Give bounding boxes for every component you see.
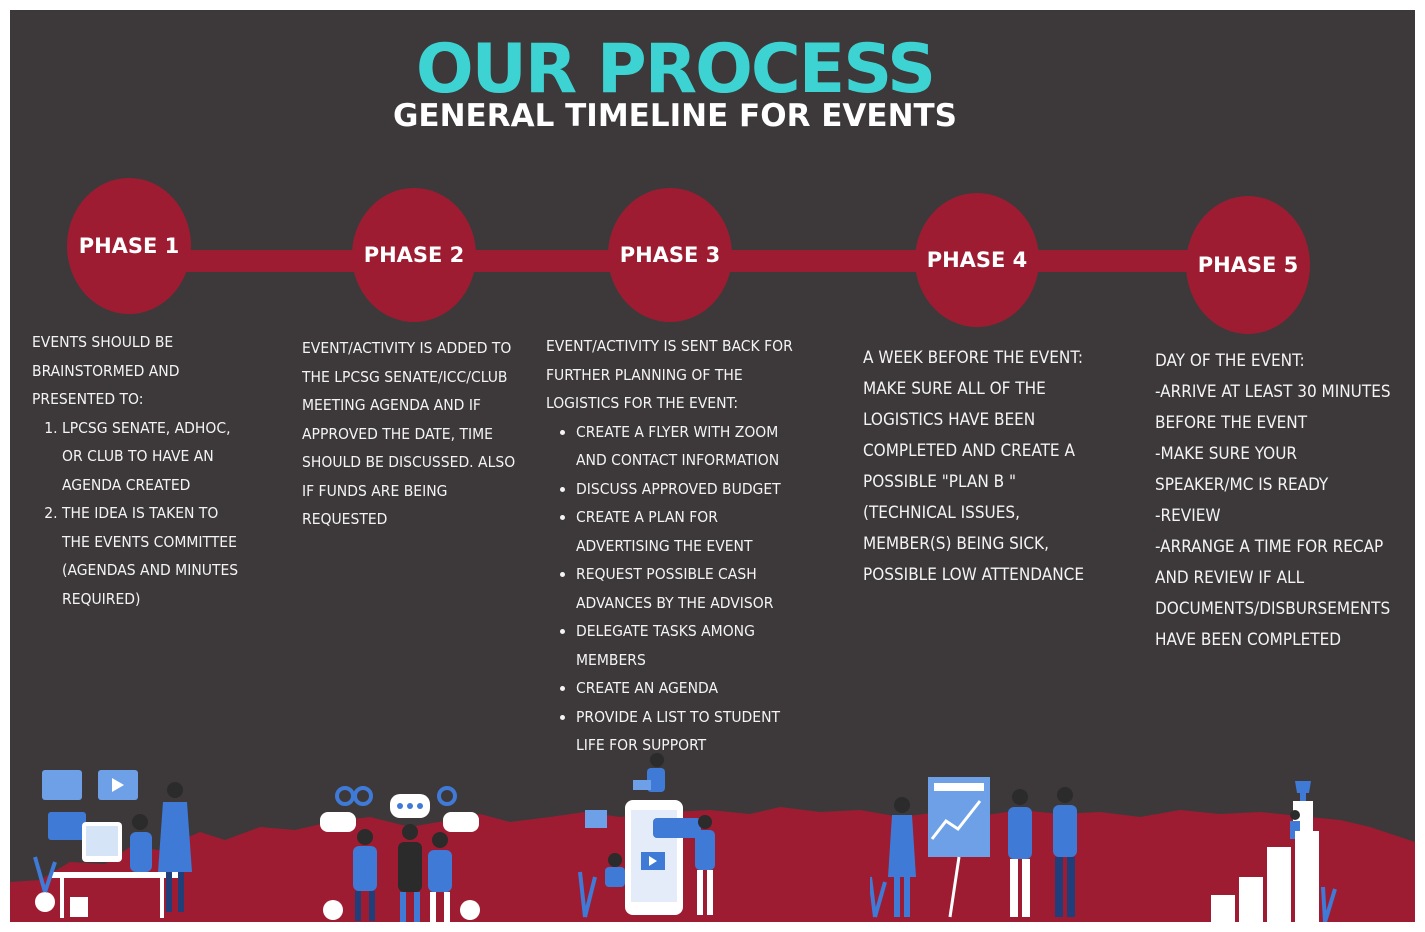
phase-3-item: CREATE A PLAN FOR ADVERTISING THE EVENT xyxy=(576,503,796,560)
phase-4-circle: PHASE 4 xyxy=(915,193,1039,327)
phase-2-description: EVENT/ACTIVITY IS ADDED TO THE LPCSG SEN… xyxy=(302,334,524,534)
phase-5-line: -REVIEW xyxy=(1155,506,1221,526)
phase-5-line: -ARRANGE A TIME FOR RECAP AND REVIEW IF … xyxy=(1155,537,1391,650)
phase-1-intro: EVENTS SHOULD BE BRAINSTORMED AND PRESEN… xyxy=(32,333,180,408)
phase-3-description: EVENT/ACTIVITY IS SENT BACK FOR FURTHER … xyxy=(546,332,796,760)
infographic-canvas: OUR PROCESS GENERAL TIMELINE FOR EVENTS … xyxy=(10,10,1415,922)
phase-3-circle: PHASE 3 xyxy=(608,188,732,322)
phase-5-label: PHASE 5 xyxy=(1197,253,1299,277)
phase-3-item: DISCUSS APPROVED BUDGET xyxy=(576,475,796,504)
phase-3-item: CREATE AN AGENDA xyxy=(576,674,796,703)
presentation-chart-illustration xyxy=(870,777,1077,918)
phase-3-label: PHASE 3 xyxy=(619,243,721,267)
phase-1-list: LPCSG SENATE, ADHOC, OR CLUB TO HAVE AN … xyxy=(32,414,247,614)
phase-4-text: A WEEK BEFORE THE EVENT: MAKE SURE ALL O… xyxy=(863,348,1084,585)
mobile-planning-illustration xyxy=(578,753,715,918)
phase-2-text: EVENT/ACTIVITY IS ADDED TO THE LPCSG SEN… xyxy=(302,339,516,528)
phase-1-label: PHASE 1 xyxy=(78,234,180,258)
phase-5-line: -MAKE SURE YOUR SPEAKER/MC IS READY xyxy=(1155,444,1329,495)
phase-3-item: REQUEST POSSIBLE CASH ADVANCES BY THE AD… xyxy=(576,560,796,617)
page-subtitle: GENERAL TIMELINE FOR EVENTS xyxy=(392,98,957,134)
phase-1-circle: PHASE 1 xyxy=(67,178,191,314)
phase-4-description: A WEEK BEFORE THE EVENT: MAKE SURE ALL O… xyxy=(863,343,1098,591)
phase-1-item: LPCSG SENATE, ADHOC, OR CLUB TO HAVE AN … xyxy=(62,414,247,500)
phase-5-line: -ARRIVE AT LEAST 30 MINUTES BEFORE THE E… xyxy=(1155,382,1391,433)
phase-2-circle: PHASE 2 xyxy=(352,188,476,322)
team-discussion-illustration xyxy=(320,786,480,922)
phase-3-item: PROVIDE A LIST TO STUDENT LIFE FOR SUPPO… xyxy=(576,703,796,760)
phase-5-circle: PHASE 5 xyxy=(1186,196,1310,334)
computer-work-illustration xyxy=(33,770,192,918)
phase-1-description: EVENTS SHOULD BE BRAINSTORMED AND PRESEN… xyxy=(32,328,247,613)
phase-5-description: DAY OF THE EVENT: -ARRIVE AT LEAST 30 MI… xyxy=(1155,346,1400,656)
phase-1-item: THE IDEA IS TAKEN TO THE EVENTS COMMITTE… xyxy=(62,499,247,613)
phase-4-label: PHASE 4 xyxy=(926,248,1028,272)
page-title: OUR PROCESS xyxy=(415,30,936,109)
phase-3-list: CREATE A FLYER WITH ZOOM AND CONTACT INF… xyxy=(546,418,796,760)
phase-3-item: CREATE A FLYER WITH ZOOM AND CONTACT INF… xyxy=(576,418,796,475)
goal-growth-illustration xyxy=(1211,781,1337,922)
phase-3-item: DELEGATE TASKS AMONG MEMBERS xyxy=(576,617,796,674)
phase-3-intro: EVENT/ACTIVITY IS SENT BACK FOR FURTHER … xyxy=(546,337,793,412)
phase-5-line: DAY OF THE EVENT: xyxy=(1155,351,1305,371)
phase-2-label: PHASE 2 xyxy=(363,243,465,267)
